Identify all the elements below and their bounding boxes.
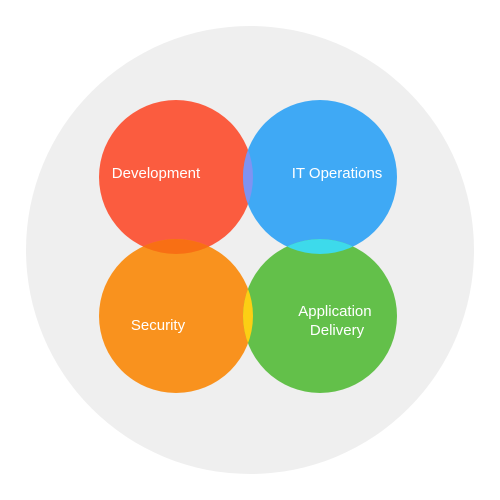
label-security: Security: [131, 317, 186, 334]
label-it-operations: IT Operations: [292, 165, 383, 182]
label-development-line-1: Development: [112, 165, 201, 182]
set-circle-development: [99, 100, 253, 254]
label-it-operations-line-1: IT Operations: [292, 165, 383, 182]
background-disc: [26, 26, 474, 474]
label-application-delivery-line-2: Delivery: [310, 322, 365, 339]
set-circle-it-operations: [243, 100, 397, 254]
label-application-delivery-line-1: Application: [298, 303, 371, 320]
label-security-line-1: Security: [131, 317, 186, 334]
set-circle-application-delivery: [243, 239, 397, 393]
set-circle-security: [99, 239, 253, 393]
label-application-delivery: Application Delivery: [298, 303, 376, 339]
label-development: Development: [112, 165, 201, 182]
